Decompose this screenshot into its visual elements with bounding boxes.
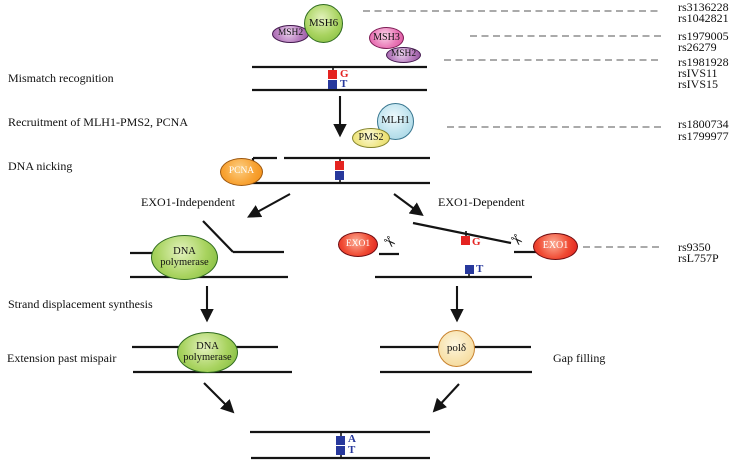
protein-pms2: PMS2 <box>352 128 390 148</box>
protein-dna-polymerase-upper: DNA polymerase <box>151 235 218 280</box>
snp-rs1981928: rs1981928 <box>678 55 729 69</box>
protein-msh3: MSH3 <box>369 27 404 49</box>
snp-rs1042821: rs1042821 <box>678 11 729 25</box>
snp-rsL757P: rsL757P <box>678 251 719 265</box>
base-letter-t-excision: T <box>476 263 484 275</box>
arrow-exo1-independent <box>247 193 291 218</box>
base-square-g-row1 <box>328 70 337 79</box>
stage-recruitment: Recruitment of MLH1-PMS2, PCNA <box>8 115 188 129</box>
protein-dna-polymerase-lower: DNA polymerase <box>177 332 238 373</box>
flow-arrows <box>200 96 464 414</box>
protein-msh6: MSH6 <box>304 4 343 43</box>
stage-extension-past-mispair: Extension past mispair <box>7 351 117 365</box>
base-letter-t-row1: T <box>340 78 348 90</box>
stage-dna-nicking: DNA nicking <box>8 159 73 173</box>
dna-flap-diagonal <box>202 220 234 253</box>
base-square-t-row1 <box>328 80 337 89</box>
snp-rsIVS15: rsIVS15 <box>678 77 719 91</box>
base-letter-t-repaired: T <box>348 444 356 456</box>
snp-rs3136228: rs3136228 <box>678 0 729 14</box>
base-square-t-excision <box>465 265 474 274</box>
snp-rsIVS11: rsIVS11 <box>678 66 718 80</box>
snp-leader-lines <box>363 10 661 248</box>
snp-rs1800734: rs1800734 <box>678 117 729 131</box>
branch-exo1-independent: EXO1-Independent <box>141 195 235 209</box>
base-square-g-row2 <box>335 161 344 170</box>
snp-rs1979005: rs1979005 <box>678 29 729 43</box>
base-square-t-repaired <box>336 446 345 455</box>
base-square-t-row2 <box>335 171 344 180</box>
stage-gap-filling: Gap filling <box>553 351 606 365</box>
stage-strand-displacement: Strand displacement synthesis <box>8 297 153 311</box>
base-letter-g-excision: G <box>472 236 481 248</box>
protein-pol-delta: polδ <box>438 330 475 367</box>
base-letter-g-row1: G <box>340 68 349 80</box>
arrow-exo1-dependent <box>393 193 424 217</box>
protein-msh2-mid: MSH2 <box>386 47 421 63</box>
arrow-left-to-repaired <box>203 382 235 414</box>
snp-rs1799977: rs1799977 <box>678 129 729 143</box>
base-letter-a-repaired: A <box>348 433 356 445</box>
branch-exo1-dependent: EXO1-Dependent <box>438 195 525 209</box>
protein-msh2-top: MSH2 <box>272 25 309 43</box>
base-square-g-excision <box>461 236 470 245</box>
protein-pcna: PCNA <box>220 158 263 186</box>
snp-rs26279: rs26279 <box>678 40 717 54</box>
snp-rs9350: rs9350 <box>678 240 711 254</box>
protein-exo1-right: EXO1 <box>533 233 578 260</box>
dna-excision-diagonal <box>412 221 512 245</box>
base-square-a-repaired <box>336 436 345 445</box>
arrow-right-to-repaired <box>432 383 460 413</box>
protein-exo1-left: EXO1 <box>338 232 378 257</box>
stage-mismatch-recognition: Mismatch recognition <box>8 71 114 85</box>
